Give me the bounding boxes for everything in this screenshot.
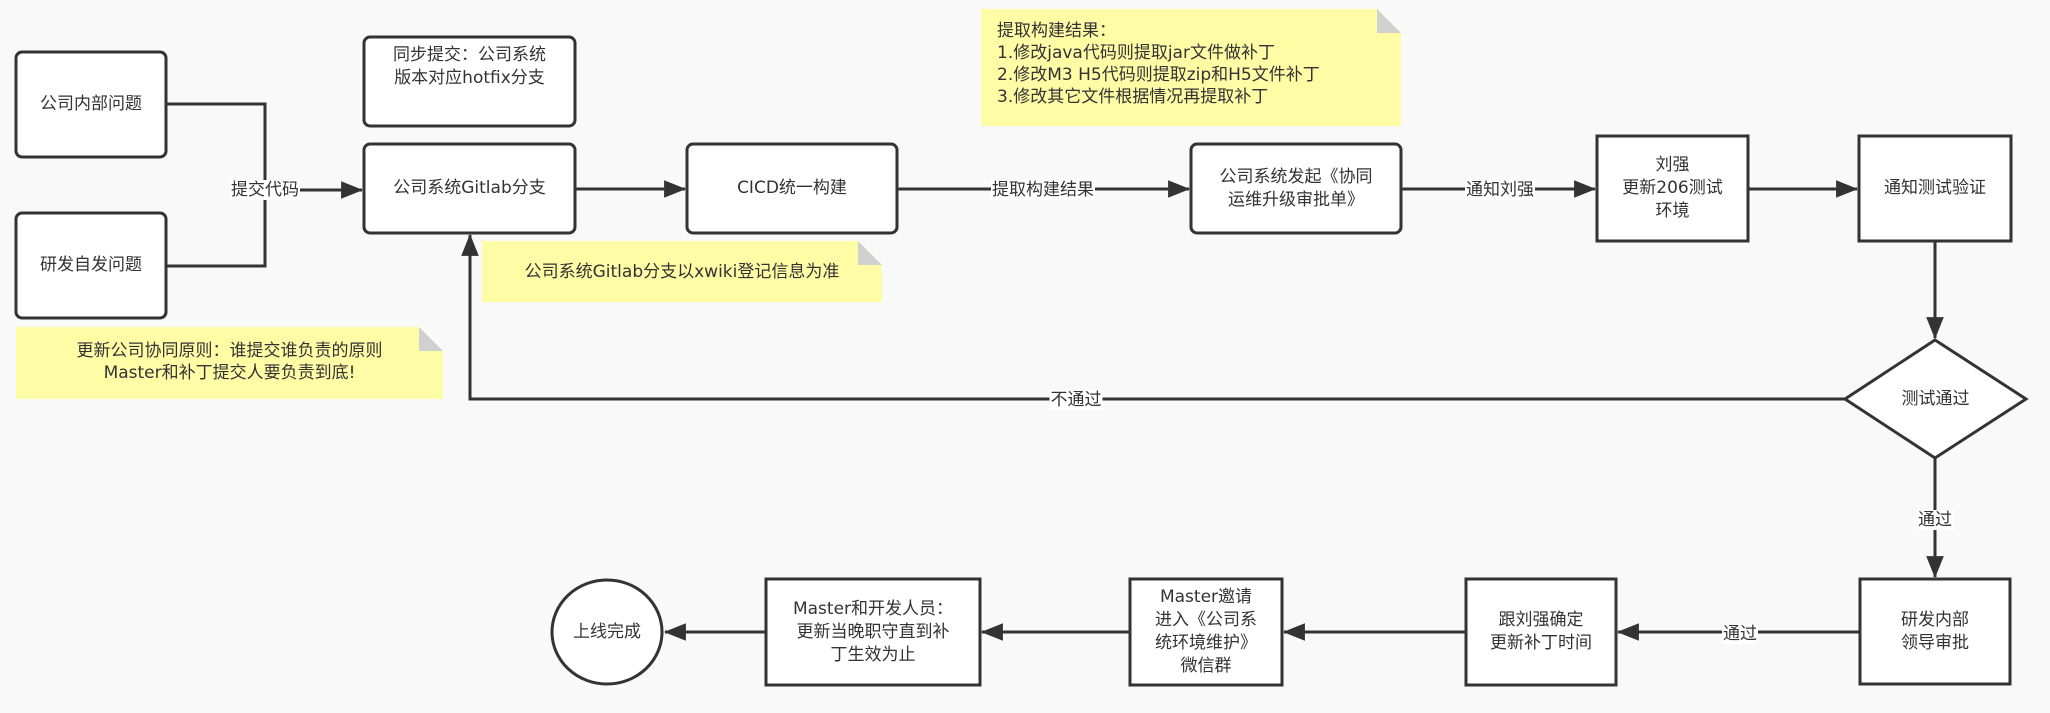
node-approval-form[interactable]: [1189, 142, 1403, 235]
edge-rd-to-merge: [166, 190, 267, 268]
label-notify-test: 通知测试验证: [1884, 178, 1986, 198]
node-confirm-patch-time[interactable]: [1464, 577, 1618, 687]
node-internal-issue[interactable]: [14, 50, 168, 159]
edge-label-extract-build: 提取构建结果: [991, 180, 1095, 200]
edge-label-pass-down: 通过: [1917, 510, 1953, 530]
node-rd-issue[interactable]: [14, 211, 168, 320]
label-gitlab-branch: 公司系统Gitlab分支: [393, 178, 546, 198]
node-liuqiang-update[interactable]: [1595, 134, 1750, 243]
label-liuqiang-update: 刘强 更新206测试 环境: [1622, 155, 1723, 221]
edge-internal-to-merge: [166, 102, 267, 190]
edge-label-pass-left: 通过: [1722, 624, 1758, 644]
gitlab-xwiki-note: [482, 241, 882, 302]
label-rd-issue: 研发自发问题: [40, 255, 142, 275]
build-result-note: [981, 9, 1401, 126]
label-cicd-build: CICD统一构建: [737, 178, 847, 198]
edge-label-notify-liuqiang: 通知刘强: [1465, 180, 1535, 200]
label-rd-leader-approval: 研发内部 领导审批: [1901, 609, 1969, 653]
node-release-done[interactable]: [550, 578, 664, 686]
node-hotfix-sync[interactable]: [362, 35, 577, 128]
node-test-pass-decision[interactable]: [1842, 338, 2029, 460]
edge-not-pass-feedback: [461, 233, 1845, 401]
label-internal-issue: 公司内部问题: [40, 94, 142, 114]
node-cicd-build[interactable]: [685, 142, 899, 235]
build-result-note-text: 提取构建结果： 1.修改java代码则提取jar文件做补丁 2.修改M3 H5代…: [997, 21, 1320, 107]
label-test-pass-decision: 测试通过: [1901, 388, 1970, 409]
node-master-invite[interactable]: [1128, 577, 1284, 687]
label-master-dev-duty: Master和开发人员： 更新当晚职守直到补 丁生效为止: [792, 598, 954, 665]
node-notify-test[interactable]: [1857, 134, 2013, 243]
label-hotfix-sync: 同步提交：公司系统 版本对应hotfix分支: [393, 45, 546, 88]
label-approval-form: 公司系统发起《协同 运维升级审批单》: [1219, 166, 1373, 210]
edge-label-not-pass: 不通过: [1049, 390, 1103, 410]
label-confirm-patch-time: 跟刘强确定 更新补丁时间: [1490, 610, 1592, 653]
edge-label-submit-code: 提交代码: [230, 180, 300, 200]
label-master-invite: Master邀请 进入《公司系 统环境维护》 微信群: [1155, 587, 1257, 676]
node-rd-leader-approval[interactable]: [1858, 577, 2012, 686]
collaboration-note-text: 更新公司协同原则：谁提交谁负责的原则 Master和补丁提交人要负责到底!: [76, 341, 383, 383]
node-master-dev-duty[interactable]: [764, 577, 982, 687]
collaboration-note: [16, 327, 443, 399]
gitlab-xwiki-note-text: 公司系统Gitlab分支以xwiki登记信息为准: [524, 262, 840, 282]
node-gitlab-branch[interactable]: [362, 142, 577, 235]
label-release-done: 上线完成: [573, 621, 641, 642]
